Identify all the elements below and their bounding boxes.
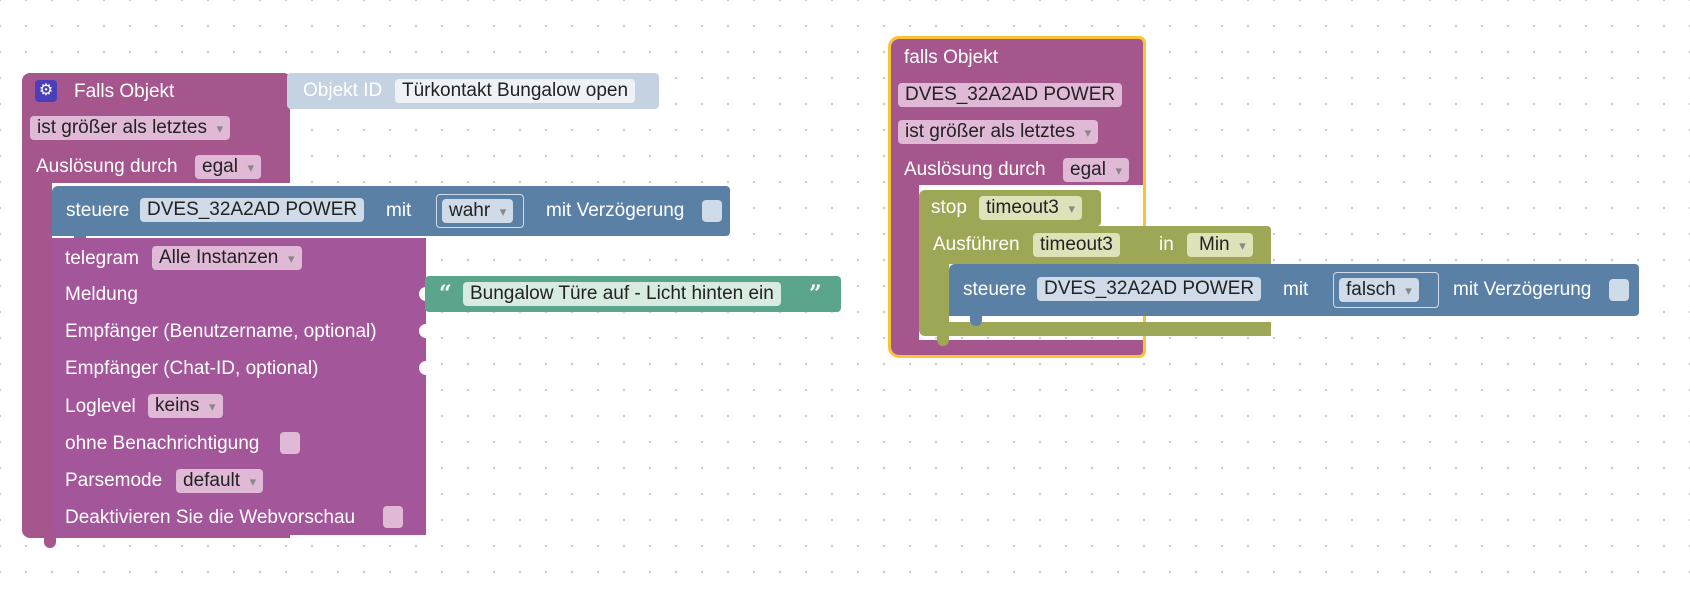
trigger-title: Falls Objekt [74, 81, 175, 102]
control2-connector [970, 316, 982, 326]
objekt-id-block[interactable]: Objekt ID Türkontakt Bungalow open [287, 73, 659, 109]
silent-label: ohne Benachrichtigung [65, 433, 260, 454]
message-label: Meldung [65, 284, 138, 305]
next-connector [44, 538, 56, 548]
trigger2-by-dropdown[interactable]: egal [1063, 158, 1130, 182]
recipient-chat-label: Empfänger (Chat-ID, optional) [65, 358, 319, 379]
trigger2-object-field[interactable]: DVES_32A2AD POWER [898, 83, 1123, 107]
stop-block[interactable]: stop timeout3 [919, 190, 1101, 226]
trigger-by-dropdown[interactable]: egal [195, 155, 262, 179]
objekt-id-label: Objekt ID [303, 80, 383, 101]
gear-icon[interactable]: ⚙ [35, 80, 57, 102]
trigger2-title: falls Objekt [904, 47, 998, 68]
silent-checkbox[interactable] [280, 432, 300, 454]
trigger-by-label: Auslösung durch [36, 156, 178, 177]
parsemode-label: Parsemode [65, 470, 163, 491]
value-socket [436, 194, 524, 228]
control2-mit-label: mit [1283, 279, 1309, 300]
execute-timer-field[interactable]: timeout3 [1033, 233, 1120, 257]
control2-value-dropdown[interactable]: falsch [1339, 278, 1419, 302]
webpreview-label: Deaktivieren Sie die Webvorschau [65, 507, 356, 528]
execute-connector [937, 336, 949, 346]
value2-socket [1333, 272, 1439, 308]
trigger2-by-label: Auslösung durch [904, 159, 1046, 180]
execute-spine [919, 264, 949, 324]
message-text-field[interactable]: Bungalow Türe auf - Licht hinten ein [463, 282, 781, 306]
telegram-block[interactable]: telegram Alle Instanzen Meldung Empfänge… [52, 238, 426, 535]
delay2-label: mit Verzögerung [1453, 279, 1592, 300]
loglevel-label: Loglevel [65, 396, 136, 417]
execute-in-label: in [1159, 234, 1174, 255]
execute-label: Ausführen [933, 234, 1020, 255]
message-input-notch [419, 287, 427, 301]
control-value-dropdown[interactable]: wahr [442, 199, 514, 223]
quote-open-icon: “ [439, 281, 452, 307]
recipient-user-notch [419, 324, 427, 338]
delay-label: mit Verzögerung [546, 200, 685, 221]
objekt-id-value[interactable]: Türkontakt Bungalow open [395, 79, 636, 103]
delay-checkbox[interactable] [702, 200, 722, 222]
stop-label: stop [931, 197, 967, 218]
text-block[interactable]: “ Bungalow Türe auf - Licht hinten ein ” [425, 276, 841, 312]
trigger2-spine [891, 185, 919, 340]
loglevel-dropdown[interactable]: keins [148, 394, 223, 418]
control2-object-field[interactable]: DVES_32A2AD POWER [1037, 277, 1262, 301]
trigger2-mode-dropdown[interactable]: ist größer als letztes [898, 120, 1099, 144]
execute-footer [919, 322, 1271, 336]
execute-unit-dropdown[interactable]: Min [1192, 233, 1253, 257]
quote-close-icon: ” [809, 281, 822, 307]
telegram-label: telegram [65, 248, 139, 269]
control-block-2[interactable]: steuere DVES_32A2AD POWER mit falsch mit… [949, 264, 1639, 316]
trigger-block-spine [22, 183, 52, 518]
parsemode-dropdown[interactable]: default [176, 469, 264, 493]
control-mit-label: mit [386, 200, 412, 221]
trigger2-footer [891, 340, 1143, 355]
control-object-field[interactable]: DVES_32A2AD POWER [140, 198, 365, 222]
control-prefix: steuere [66, 200, 130, 221]
recipient-chat-notch [419, 361, 427, 375]
control2-prefix: steuere [963, 279, 1027, 300]
trigger-mode-dropdown[interactable]: ist größer als letztes [30, 116, 231, 140]
telegram-instance-dropdown[interactable]: Alle Instanzen [152, 246, 302, 270]
control-block-1[interactable]: steuere DVES_32A2AD POWER mit wahr mit V… [52, 186, 730, 236]
webpreview-checkbox[interactable] [383, 506, 403, 528]
stop-timer-dropdown[interactable]: timeout3 [979, 196, 1083, 220]
delay2-checkbox[interactable] [1609, 279, 1629, 301]
recipient-user-label: Empfänger (Benutzername, optional) [65, 321, 377, 342]
